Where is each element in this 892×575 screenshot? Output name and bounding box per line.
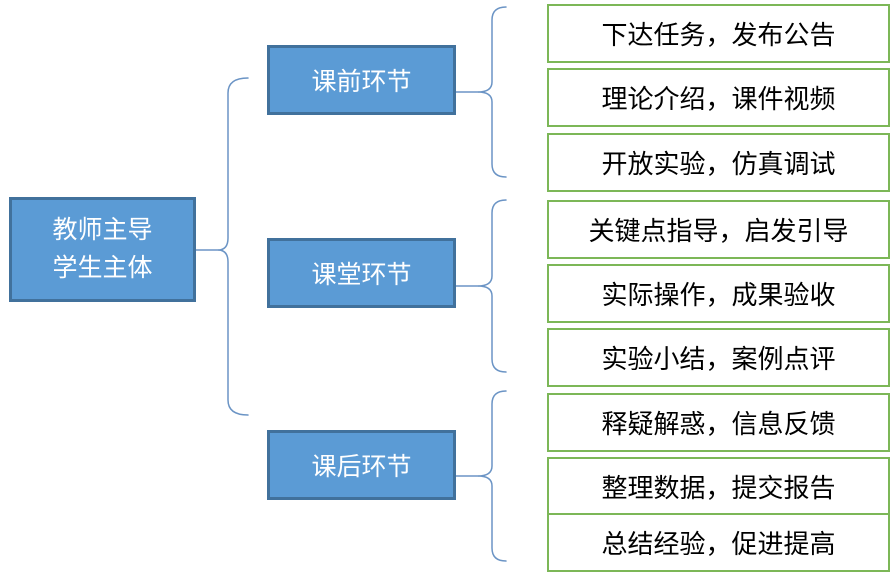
activity-label: 实验小结，案例点评 [601,345,836,374]
activity-box: 释疑解惑，信息反馈 [547,393,890,452]
root-node: 教师主导 学生主体 [9,197,196,302]
root-brace-icon [217,77,249,416]
activity-label: 关键点指导，启发引导 [588,217,849,246]
activity-label: 开放实验，仿真调试 [601,150,836,179]
stage-label: 课前环节 [311,69,412,96]
stage-label: 课堂环节 [311,262,412,289]
activity-box: 关键点指导，启发引导 [547,200,890,259]
stage3-brace-icon [477,390,507,562]
stage-label: 课后环节 [311,454,412,481]
activity-box: 开放实验，仿真调试 [547,133,890,192]
activity-label: 释疑解惑，信息反馈 [601,410,836,439]
activity-label: 实际操作，成果验收 [601,281,836,310]
activity-label: 下达任务，发布公告 [601,21,836,50]
activity-box: 下达任务，发布公告 [547,4,890,63]
stage-node-preclass: 课前环节 [267,45,456,115]
stage2-brace-icon [477,199,507,373]
activity-label: 整理数据，提交报告 [601,474,836,503]
activity-box: 整理数据，提交报告 [547,457,890,516]
root-label-line1: 教师主导 [52,216,153,244]
stage1-brace-icon [477,6,507,178]
stage-node-inclass: 课堂环节 [267,238,456,308]
activity-box: 实验小结，案例点评 [547,328,890,387]
stage-node-afterclass: 课后环节 [267,430,456,500]
root-label-line2: 学生主体 [52,254,153,282]
activity-box: 总结经验，促进提高 [547,513,890,572]
activity-box: 实际操作，成果验收 [547,264,890,323]
activity-box: 理论介绍，课件视频 [547,68,890,127]
activity-label: 总结经验，促进提高 [601,530,836,559]
activity-label: 理论介绍，课件视频 [601,85,836,114]
